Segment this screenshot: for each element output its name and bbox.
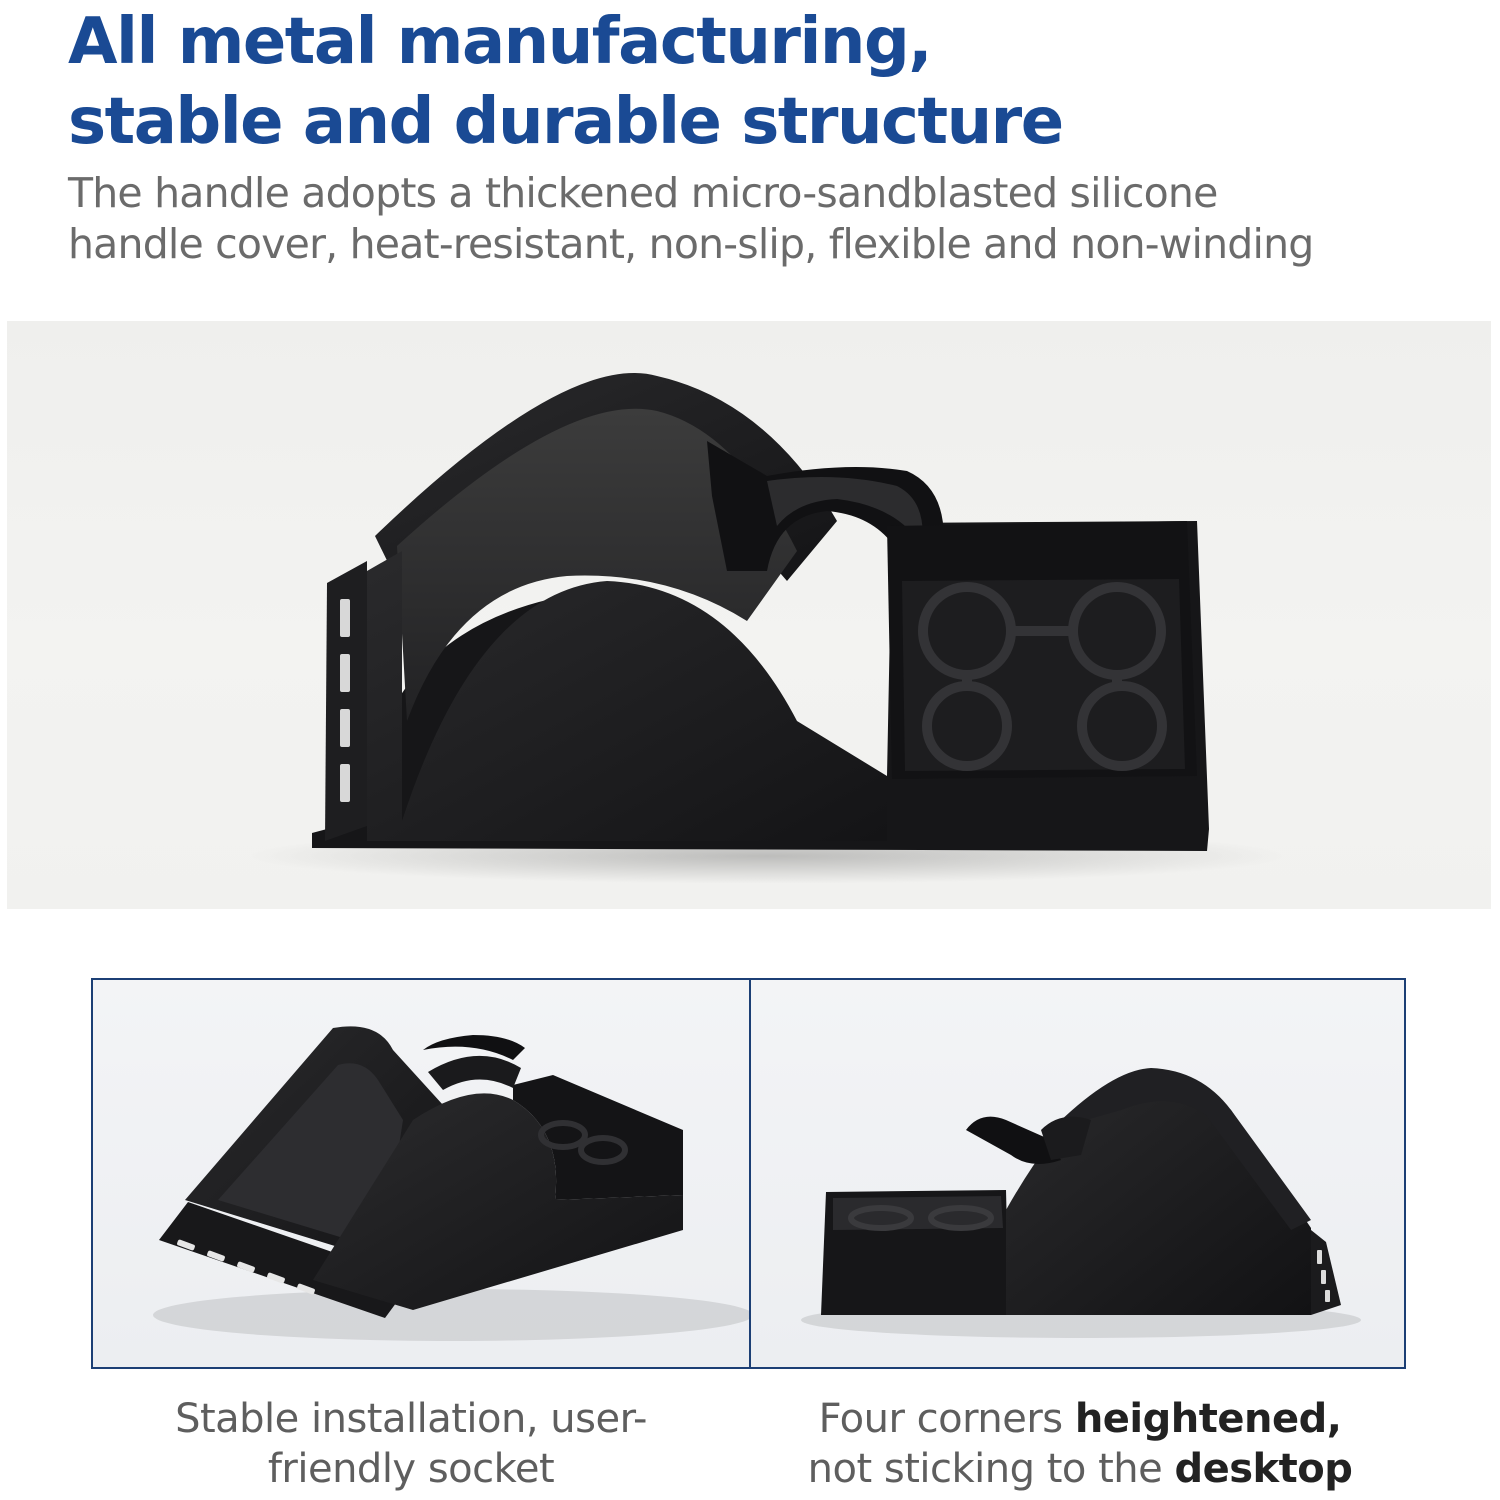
subheadline-line-2: handle cover, heat-resistant, non-slip, …: [68, 220, 1314, 268]
soldering-stand-photo-icon: [247, 373, 1287, 884]
caption-four-corners-line-2: not sticking to the desktop: [760, 1444, 1400, 1494]
caption-four-corners-line-2-bold: desktop: [1174, 1446, 1353, 1492]
caption-four-corners-line-1-regular: Four corners: [818, 1396, 1075, 1442]
subheadline-line-1: The handle adopts a thickened micro-sand…: [68, 169, 1218, 217]
headline-line-2: stable and durable structure: [68, 85, 1064, 159]
caption-installation-line-2: friendly socket: [267, 1446, 555, 1492]
soldering-stand-side-photo-icon: [801, 1068, 1361, 1338]
installation-panel: [91, 978, 751, 1369]
caption-installation: Stable installation, user- friendly sock…: [91, 1394, 731, 1494]
headline-line-1: All metal manufacturing,: [68, 5, 933, 79]
soldering-stand-angled-photo-icon: [153, 1026, 749, 1341]
caption-four-corners-line-2-regular: not sticking to the: [807, 1446, 1175, 1492]
four-corners-panel: [749, 978, 1406, 1369]
hero-product-photo: [7, 321, 1491, 909]
caption-four-corners-line-1: Four corners heightened,: [760, 1394, 1400, 1444]
caption-installation-line-1: Stable installation, user-: [175, 1396, 647, 1442]
subheadline: The handle adopts a thickened micro-sand…: [68, 168, 1314, 270]
caption-four-corners: Four corners heightened, not sticking to…: [760, 1394, 1400, 1494]
headline: All metal manufacturing, stable and dura…: [68, 2, 1064, 162]
caption-four-corners-line-1-bold: heightened,: [1074, 1396, 1342, 1442]
